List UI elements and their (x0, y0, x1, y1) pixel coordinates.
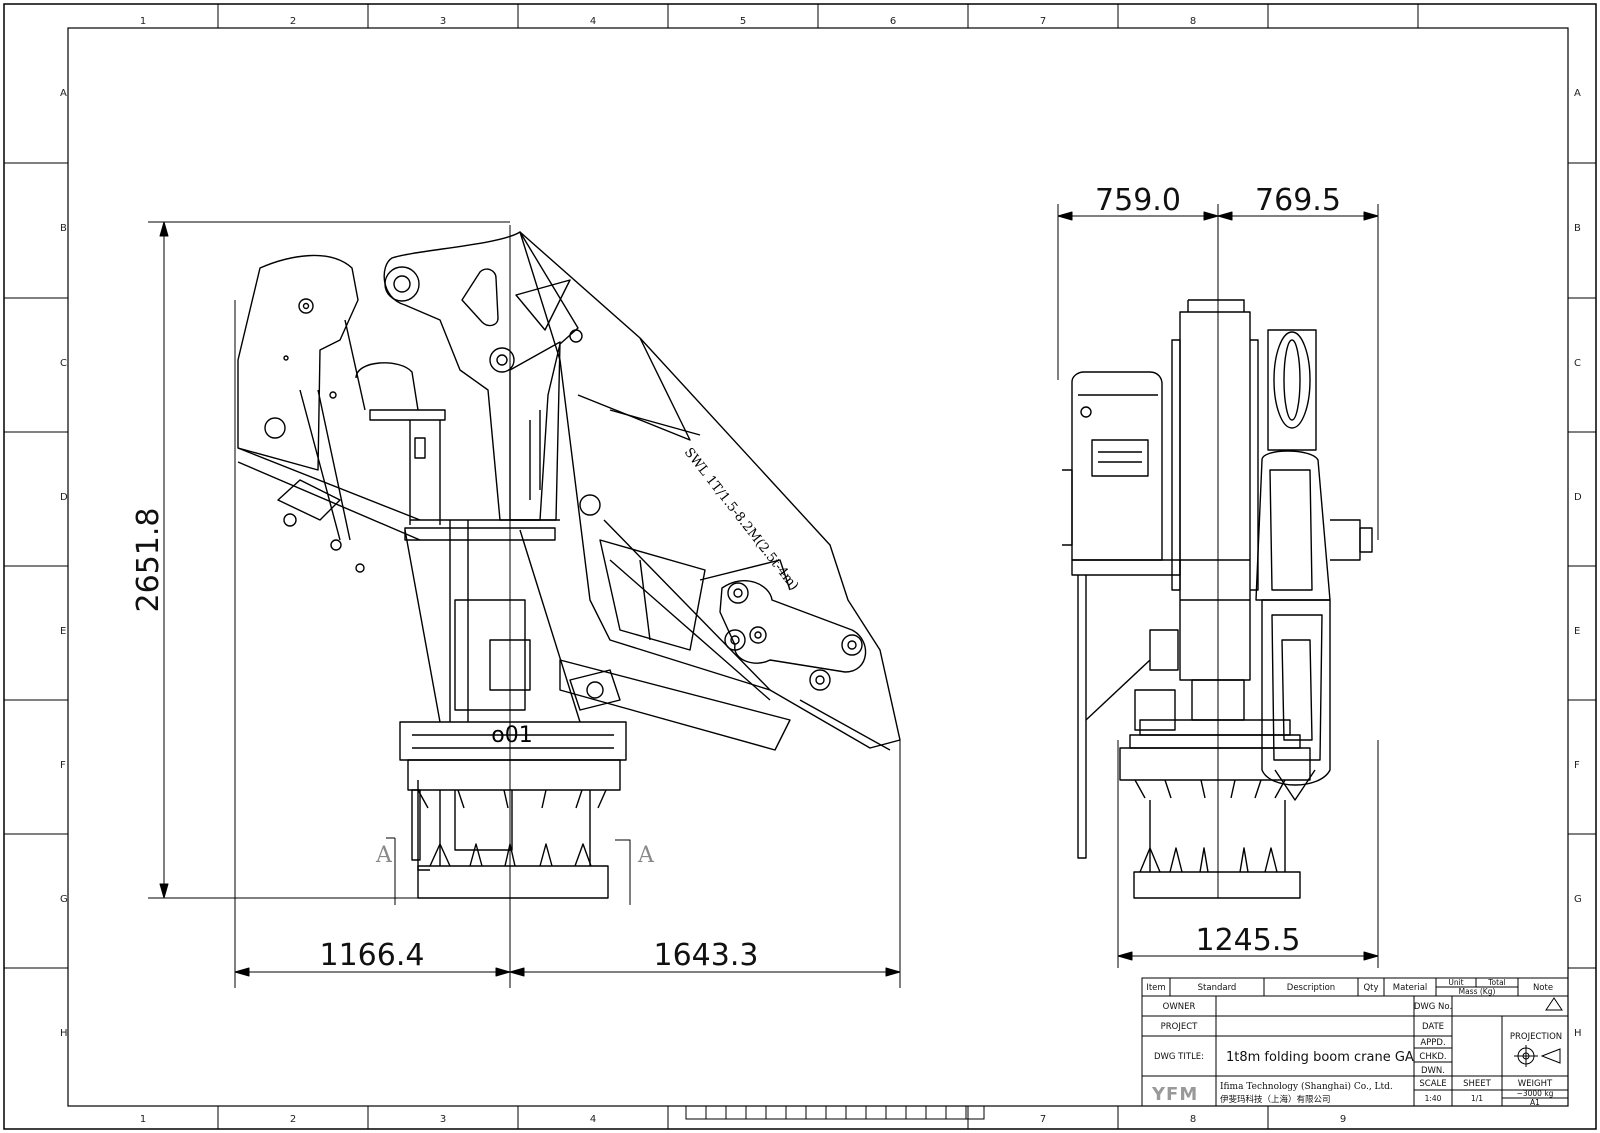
title-block (1141, 977, 1569, 1107)
linkage (569, 579, 867, 711)
zone-labels: 1 2 3 4 5 6 7 8 1 2 3 4 7 8 9 A B C D E … (60, 16, 1582, 1125)
hdr-unit: Unit (1448, 978, 1463, 987)
winch-housing (237, 254, 421, 573)
front-pedestal (1119, 719, 1311, 899)
dimension-height (148, 221, 510, 899)
hdr-note: Note (1533, 983, 1553, 993)
hdr-mass: Mass (Kg) (1459, 987, 1496, 996)
dwg-title: 1t8m folding boom crane GA (1226, 1050, 1414, 1065)
main-boom (383, 231, 583, 521)
chkd-label: CHKD. (1419, 1052, 1446, 1062)
zone-row-h-right: H (1574, 1028, 1582, 1039)
dim-front-left-label: 759.0 (1095, 183, 1181, 218)
title-block-text: Item Standard Description Qty Material U… (1146, 978, 1562, 1107)
hdr-qty: Qty (1363, 983, 1378, 993)
hdr-material: Material (1393, 983, 1428, 993)
dim-left-width-label: 1166.4 (320, 938, 425, 973)
dim-front-right-label: 769.5 (1255, 183, 1341, 218)
crane-column (404, 519, 581, 723)
zone-row-g-right: G (1574, 894, 1582, 905)
dwn-label: DWN. (1421, 1066, 1445, 1076)
zone-row-f: F (60, 760, 66, 771)
dwg-title-label: DWG TITLE: (1154, 1052, 1204, 1062)
revision-triangle-icon (1545, 997, 1563, 1011)
dwg-no-label: DWG No. (1414, 1002, 1452, 1012)
zone-row-b: B (60, 223, 67, 234)
projection-label: PROJECTION (1510, 1032, 1562, 1042)
company-logo: YFM (1151, 1084, 1198, 1105)
central-drum (1134, 299, 1259, 731)
zone-bottom-col-2: 2 (290, 1114, 296, 1125)
dimension-top-width (1057, 204, 1379, 898)
zone-row-h: H (60, 1028, 68, 1039)
zone-col-8: 8 (1190, 16, 1196, 27)
drawing-frame (3, 3, 1597, 1130)
pedestal (399, 721, 627, 899)
zone-row-a-right: A (1574, 88, 1581, 99)
dim-right-width-label: 1643.3 (654, 938, 759, 973)
project-label: PROJECT (1161, 1022, 1199, 1032)
section-marks (386, 837, 631, 905)
zone-bottom-col-9: 9 (1340, 1114, 1346, 1125)
zone-col-3: 3 (440, 16, 446, 27)
dim-height-label: 2651.8 (131, 508, 166, 613)
zone-row-g: G (60, 894, 68, 905)
zone-row-e-right: E (1574, 626, 1580, 637)
zone-col-2: 2 (290, 16, 296, 27)
side-view: 2651.8 1166.4 1643.3 o01 (131, 221, 901, 988)
zone-row-d-right: D (1574, 492, 1582, 503)
hdr-description: Description (1287, 983, 1335, 993)
company-name-en: Ifima Technology (Shanghai) Co., Ltd. (1220, 1081, 1393, 1092)
sheet-size: A1 (1530, 1098, 1540, 1107)
zone-row-a: A (60, 88, 67, 99)
slew-label: o01 (491, 723, 532, 748)
sheet-label: SHEET (1463, 1079, 1492, 1089)
zone-row-d: D (60, 492, 68, 503)
zone-col-5: 5 (740, 16, 746, 27)
control-box (1062, 371, 1181, 859)
zone-bottom-col-8: 8 (1190, 1114, 1196, 1125)
zone-row-c-right: C (1574, 358, 1581, 369)
zone-col-7: 7 (1040, 16, 1046, 27)
zone-col-4: 4 (590, 16, 596, 27)
zone-row-f-right: F (1574, 760, 1580, 771)
appd-label: APPD. (1420, 1038, 1445, 1048)
zone-bottom-col-3: 3 (440, 1114, 446, 1125)
zone-bottom-col-4: 4 (590, 1114, 596, 1125)
date-label: DATE (1422, 1022, 1444, 1032)
hdr-item: Item (1146, 983, 1165, 993)
scale-label: SCALE (1419, 1079, 1446, 1089)
zone-row-b-right: B (1574, 223, 1581, 234)
zone-bottom-col-1: 1 (140, 1114, 146, 1125)
dim-base-width-label: 1245.5 (1196, 923, 1301, 958)
zone-col-1: 1 (140, 16, 146, 27)
weight-label: WEIGHT (1518, 1079, 1553, 1089)
weight-value: ~3000 kg (1517, 1089, 1554, 1098)
company-name-cn: 伊斐玛科技（上海）有限公司 (1220, 1094, 1331, 1105)
zone-bottom-col-7: 7 (1040, 1114, 1046, 1125)
dimension-base-width (1117, 740, 1379, 968)
hdr-total: Total (1487, 978, 1506, 987)
scale-value: 1:40 (1425, 1094, 1442, 1103)
sheet-value: 1/1 (1471, 1094, 1483, 1103)
jib-boom (519, 231, 901, 751)
boom-capacity-label: SWL 1T/1.5-8.2M(2.5t-4m) (681, 445, 801, 593)
dimension-width (234, 225, 901, 988)
zone-row-c: C (60, 358, 67, 369)
owner-label: OWNER (1163, 1002, 1196, 1012)
sheave-assembly (1255, 329, 1373, 801)
control-platform (344, 319, 446, 525)
zone-row-e: E (60, 626, 66, 637)
section-mark-left: A (375, 843, 393, 868)
projection-symbol-icon (1514, 1045, 1561, 1067)
centering-marks (685, 1105, 985, 1120)
hdr-standard: Standard (1198, 983, 1237, 993)
front-view: 759.0 769.5 1245.5 (1057, 183, 1379, 968)
zone-col-6: 6 (890, 16, 896, 27)
section-mark-right: A (637, 843, 655, 868)
